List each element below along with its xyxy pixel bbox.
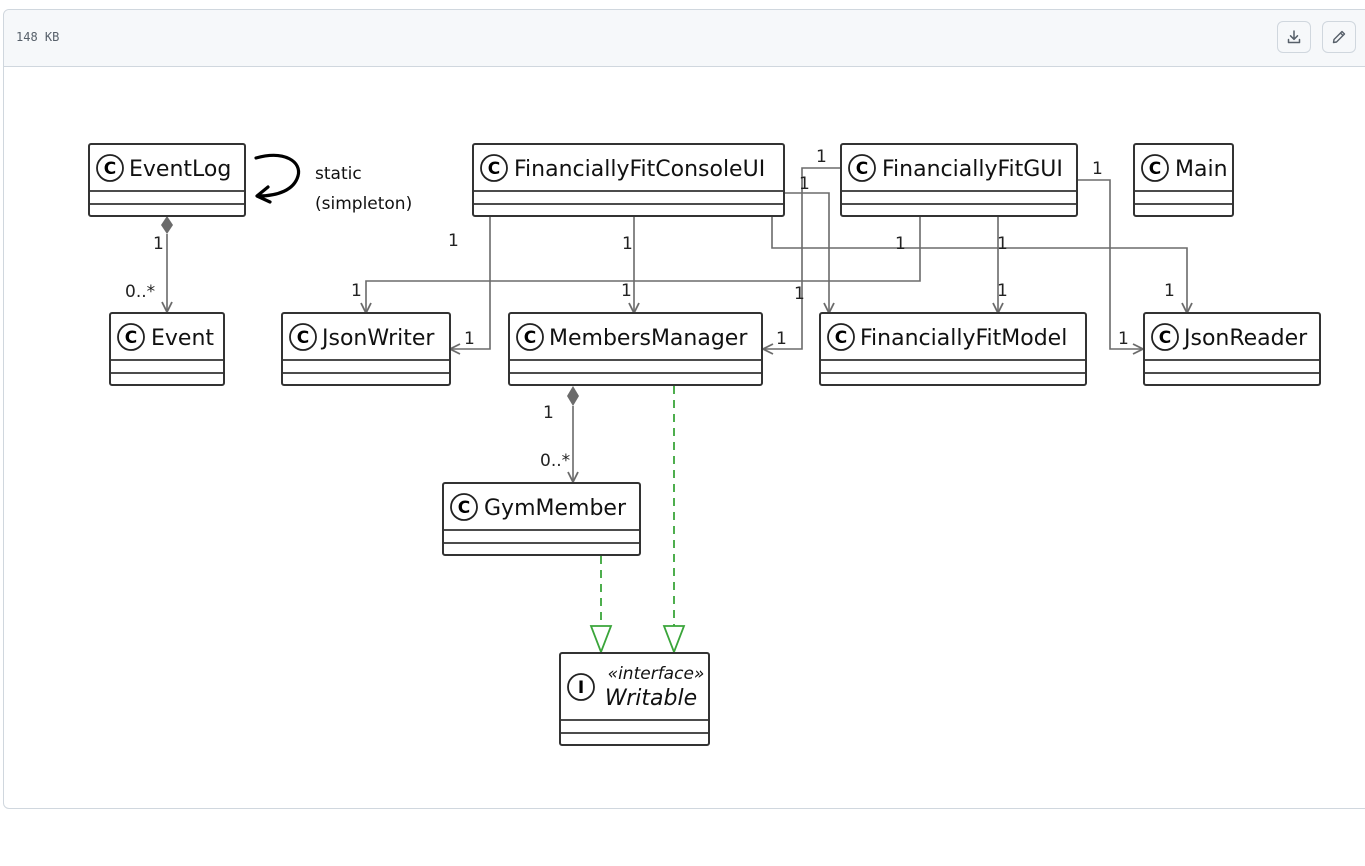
class-icon	[1141, 154, 1169, 182]
mult-label: 1	[895, 234, 906, 254]
class-name: FinanciallyFitModel	[860, 326, 1067, 351]
svg-text:C: C	[297, 328, 309, 348]
mult-label: 1	[816, 147, 827, 167]
svg-text:C: C	[125, 328, 137, 348]
svg-text:C: C	[488, 159, 500, 179]
class-icon	[289, 323, 317, 351]
file-size: 148 KB	[16, 30, 60, 44]
class-name: Main	[1175, 157, 1228, 182]
mult-label: 1	[1092, 159, 1103, 179]
multiplicity-labels: 1 0..* 1 1 1 1 1 1 1 1 1 1 1 1 1 1 1 1 0…	[125, 147, 1175, 471]
svg-text:I: I	[578, 678, 584, 698]
class-main[interactable]: C Main	[1133, 143, 1234, 217]
mult-label: 1	[448, 231, 459, 251]
associations	[167, 167, 1187, 482]
mult-label: 1	[794, 284, 805, 304]
svg-text:C: C	[458, 498, 470, 518]
mult-label: 1	[997, 234, 1008, 254]
class-icon	[96, 154, 124, 182]
class-financiallyfitconsoleui[interactable]: C FinanciallyFitConsoleUI	[472, 143, 785, 217]
mult-label: 1	[622, 234, 633, 254]
class-membersmanager[interactable]: C MembersManager	[508, 312, 763, 386]
mult-label: 1	[351, 281, 362, 301]
realization-triangle	[662, 625, 686, 655]
assoc-consoleui-jsonwriter	[450, 216, 491, 349]
class-jsonreader[interactable]: C JsonReader	[1143, 312, 1321, 386]
interface-icon	[567, 673, 595, 701]
assoc-gui-membersmanager	[763, 167, 841, 349]
class-name: MembersManager	[549, 326, 748, 351]
mult-label: 1	[1118, 329, 1129, 349]
realization-triangle	[589, 625, 613, 655]
class-name: FinanciallyFitConsoleUI	[514, 157, 765, 182]
svg-text:C: C	[856, 159, 868, 179]
composition-diamond	[567, 386, 579, 406]
assoc-gui-jsonwriter	[366, 216, 921, 313]
class-name: Event	[151, 326, 214, 351]
svg-text:C: C	[524, 328, 536, 348]
composition-diamond	[161, 216, 173, 234]
download-icon	[1286, 29, 1302, 45]
download-button[interactable]	[1277, 21, 1311, 53]
note-static: static	[315, 164, 362, 184]
class-icon	[117, 323, 145, 351]
class-name: JsonReader	[1182, 326, 1308, 351]
class-icon	[827, 323, 855, 351]
interface-stereotype: «interface»	[608, 664, 705, 684]
class-financiallyfitmodel[interactable]: C FinanciallyFitModel	[819, 312, 1087, 386]
mult-label: 1	[1164, 281, 1175, 301]
self-association-arrowhead	[255, 185, 272, 204]
svg-text:C: C	[835, 328, 847, 348]
mult-label: 1	[997, 281, 1008, 301]
class-eventlog[interactable]: C EventLog	[88, 143, 246, 217]
assoc-gui-jsonreader	[1077, 179, 1143, 349]
mult-label: 1	[621, 281, 632, 301]
class-icon	[450, 493, 478, 521]
class-name: EventLog	[129, 157, 231, 182]
svg-text:C: C	[1159, 328, 1171, 348]
assoc-consoleui-jsonreader	[771, 216, 1187, 313]
class-icon	[848, 154, 876, 182]
mult-label: 1	[543, 403, 554, 423]
class-financiallyfitgui[interactable]: C FinanciallyFitGUI	[840, 143, 1078, 217]
realizations	[589, 386, 686, 655]
class-icon	[1151, 323, 1179, 351]
interface-name: Writable	[605, 686, 697, 711]
class-jsonwriter[interactable]: C JsonWriter	[281, 312, 451, 386]
note-simpleton: (simpleton)	[315, 194, 412, 214]
class-name: GymMember	[484, 496, 627, 521]
svg-text:C: C	[104, 159, 116, 179]
class-event[interactable]: C Event	[109, 312, 225, 386]
mult-label: 1	[799, 174, 810, 194]
mult-label: 0..*	[540, 451, 570, 471]
edit-button[interactable]	[1322, 21, 1356, 53]
mult-label: 1	[464, 329, 475, 349]
mult-label: 1	[776, 329, 787, 349]
mult-label: 1	[153, 234, 164, 254]
class-icon	[516, 323, 544, 351]
class-icon	[480, 154, 508, 182]
class-name: FinanciallyFitGUI	[882, 157, 1063, 182]
svg-text:C: C	[1149, 159, 1161, 179]
self-association-arrow	[254, 153, 301, 198]
class-name: JsonWriter	[320, 326, 435, 351]
assoc-consoleui-model	[784, 192, 829, 313]
interface-writable[interactable]: I «interface» Writable	[559, 652, 710, 746]
mult-label: 0..*	[125, 282, 155, 302]
file-header: 148 KB	[4, 10, 1365, 67]
pencil-icon	[1331, 29, 1347, 45]
class-gymmember[interactable]: C GymMember	[442, 482, 641, 556]
